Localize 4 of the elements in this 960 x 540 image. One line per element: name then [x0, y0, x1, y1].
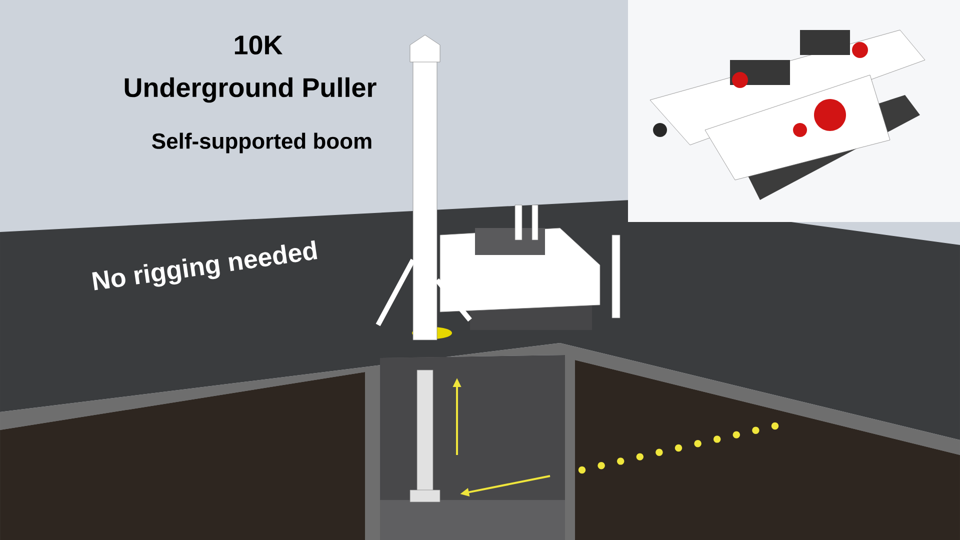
heading: Underground Puller: [124, 77, 376, 103]
heading: 10K: [234, 35, 283, 55]
subheading: Self-supported boom: [152, 132, 372, 154]
callout-text: No rigging needed: [92, 240, 318, 290]
